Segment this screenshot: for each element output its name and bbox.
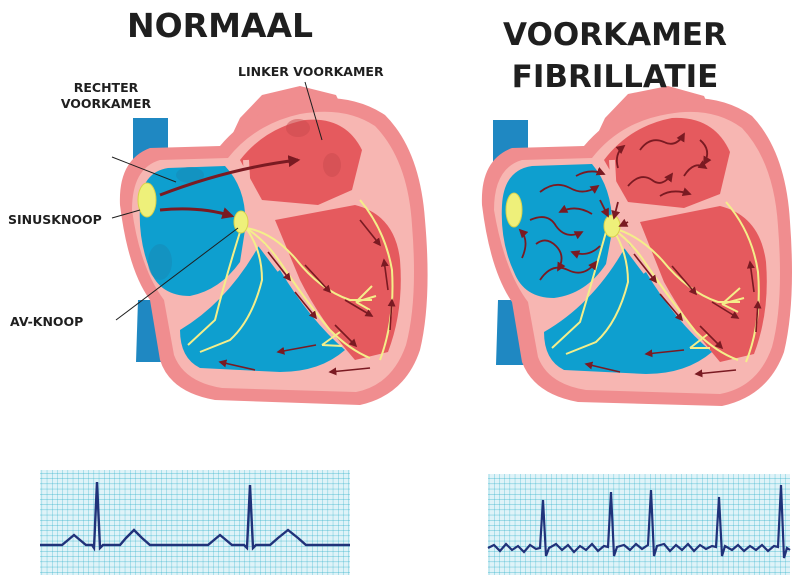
heart-fibrillation-illustration [482, 86, 792, 406]
label-av-node: AV-KNOOP [10, 314, 83, 330]
title-af-line2: FIBRILLATIE [512, 59, 719, 95]
ecg-normal-strip [40, 470, 350, 575]
label-right-atrium-line1: RECHTER [74, 80, 139, 95]
sinus-node [506, 193, 522, 227]
heart-normal-illustration [112, 82, 428, 405]
av-node [604, 215, 620, 237]
ecg-fibrillation-strip [488, 474, 790, 575]
title-af-line1: VOORKAMER [503, 17, 727, 53]
title-atrial-fibrillation: VOORKAMER FIBRILLATIE [470, 14, 760, 98]
label-right-atrium-line2: VOORKAMER [61, 96, 151, 111]
title-normal: NORMAAL [90, 6, 350, 46]
label-left-atrium: LINKER VOORKAMER [238, 64, 384, 80]
sinus-node [138, 183, 156, 217]
label-sinus-node: SINUSKNOOP [8, 212, 102, 228]
